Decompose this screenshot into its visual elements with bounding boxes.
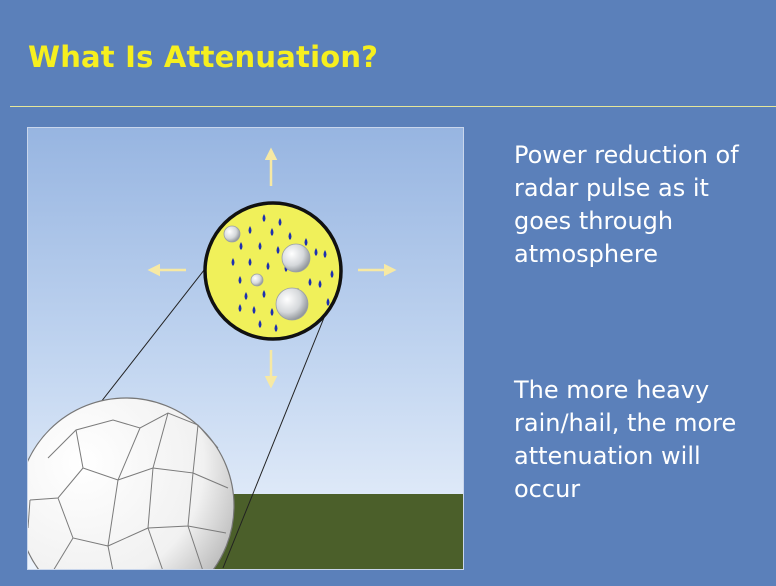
hailstone-icon — [223, 225, 311, 321]
beam-edge-right — [222, 287, 337, 569]
slide-title: What Is Attenuation? — [28, 40, 379, 74]
bullet-definition: Power reduction of radar pulse as it goe… — [514, 141, 739, 268]
title-divider — [10, 106, 776, 107]
radar-dome-icon — [28, 397, 235, 569]
bullet-heavy-rain: The more heavy rain/hail, the more atten… — [514, 376, 737, 503]
ground — [213, 494, 463, 569]
attenuation-illustration — [27, 127, 464, 570]
precipitation-volume-icon — [203, 201, 343, 341]
scatter-arrow-icon — [147, 147, 397, 389]
